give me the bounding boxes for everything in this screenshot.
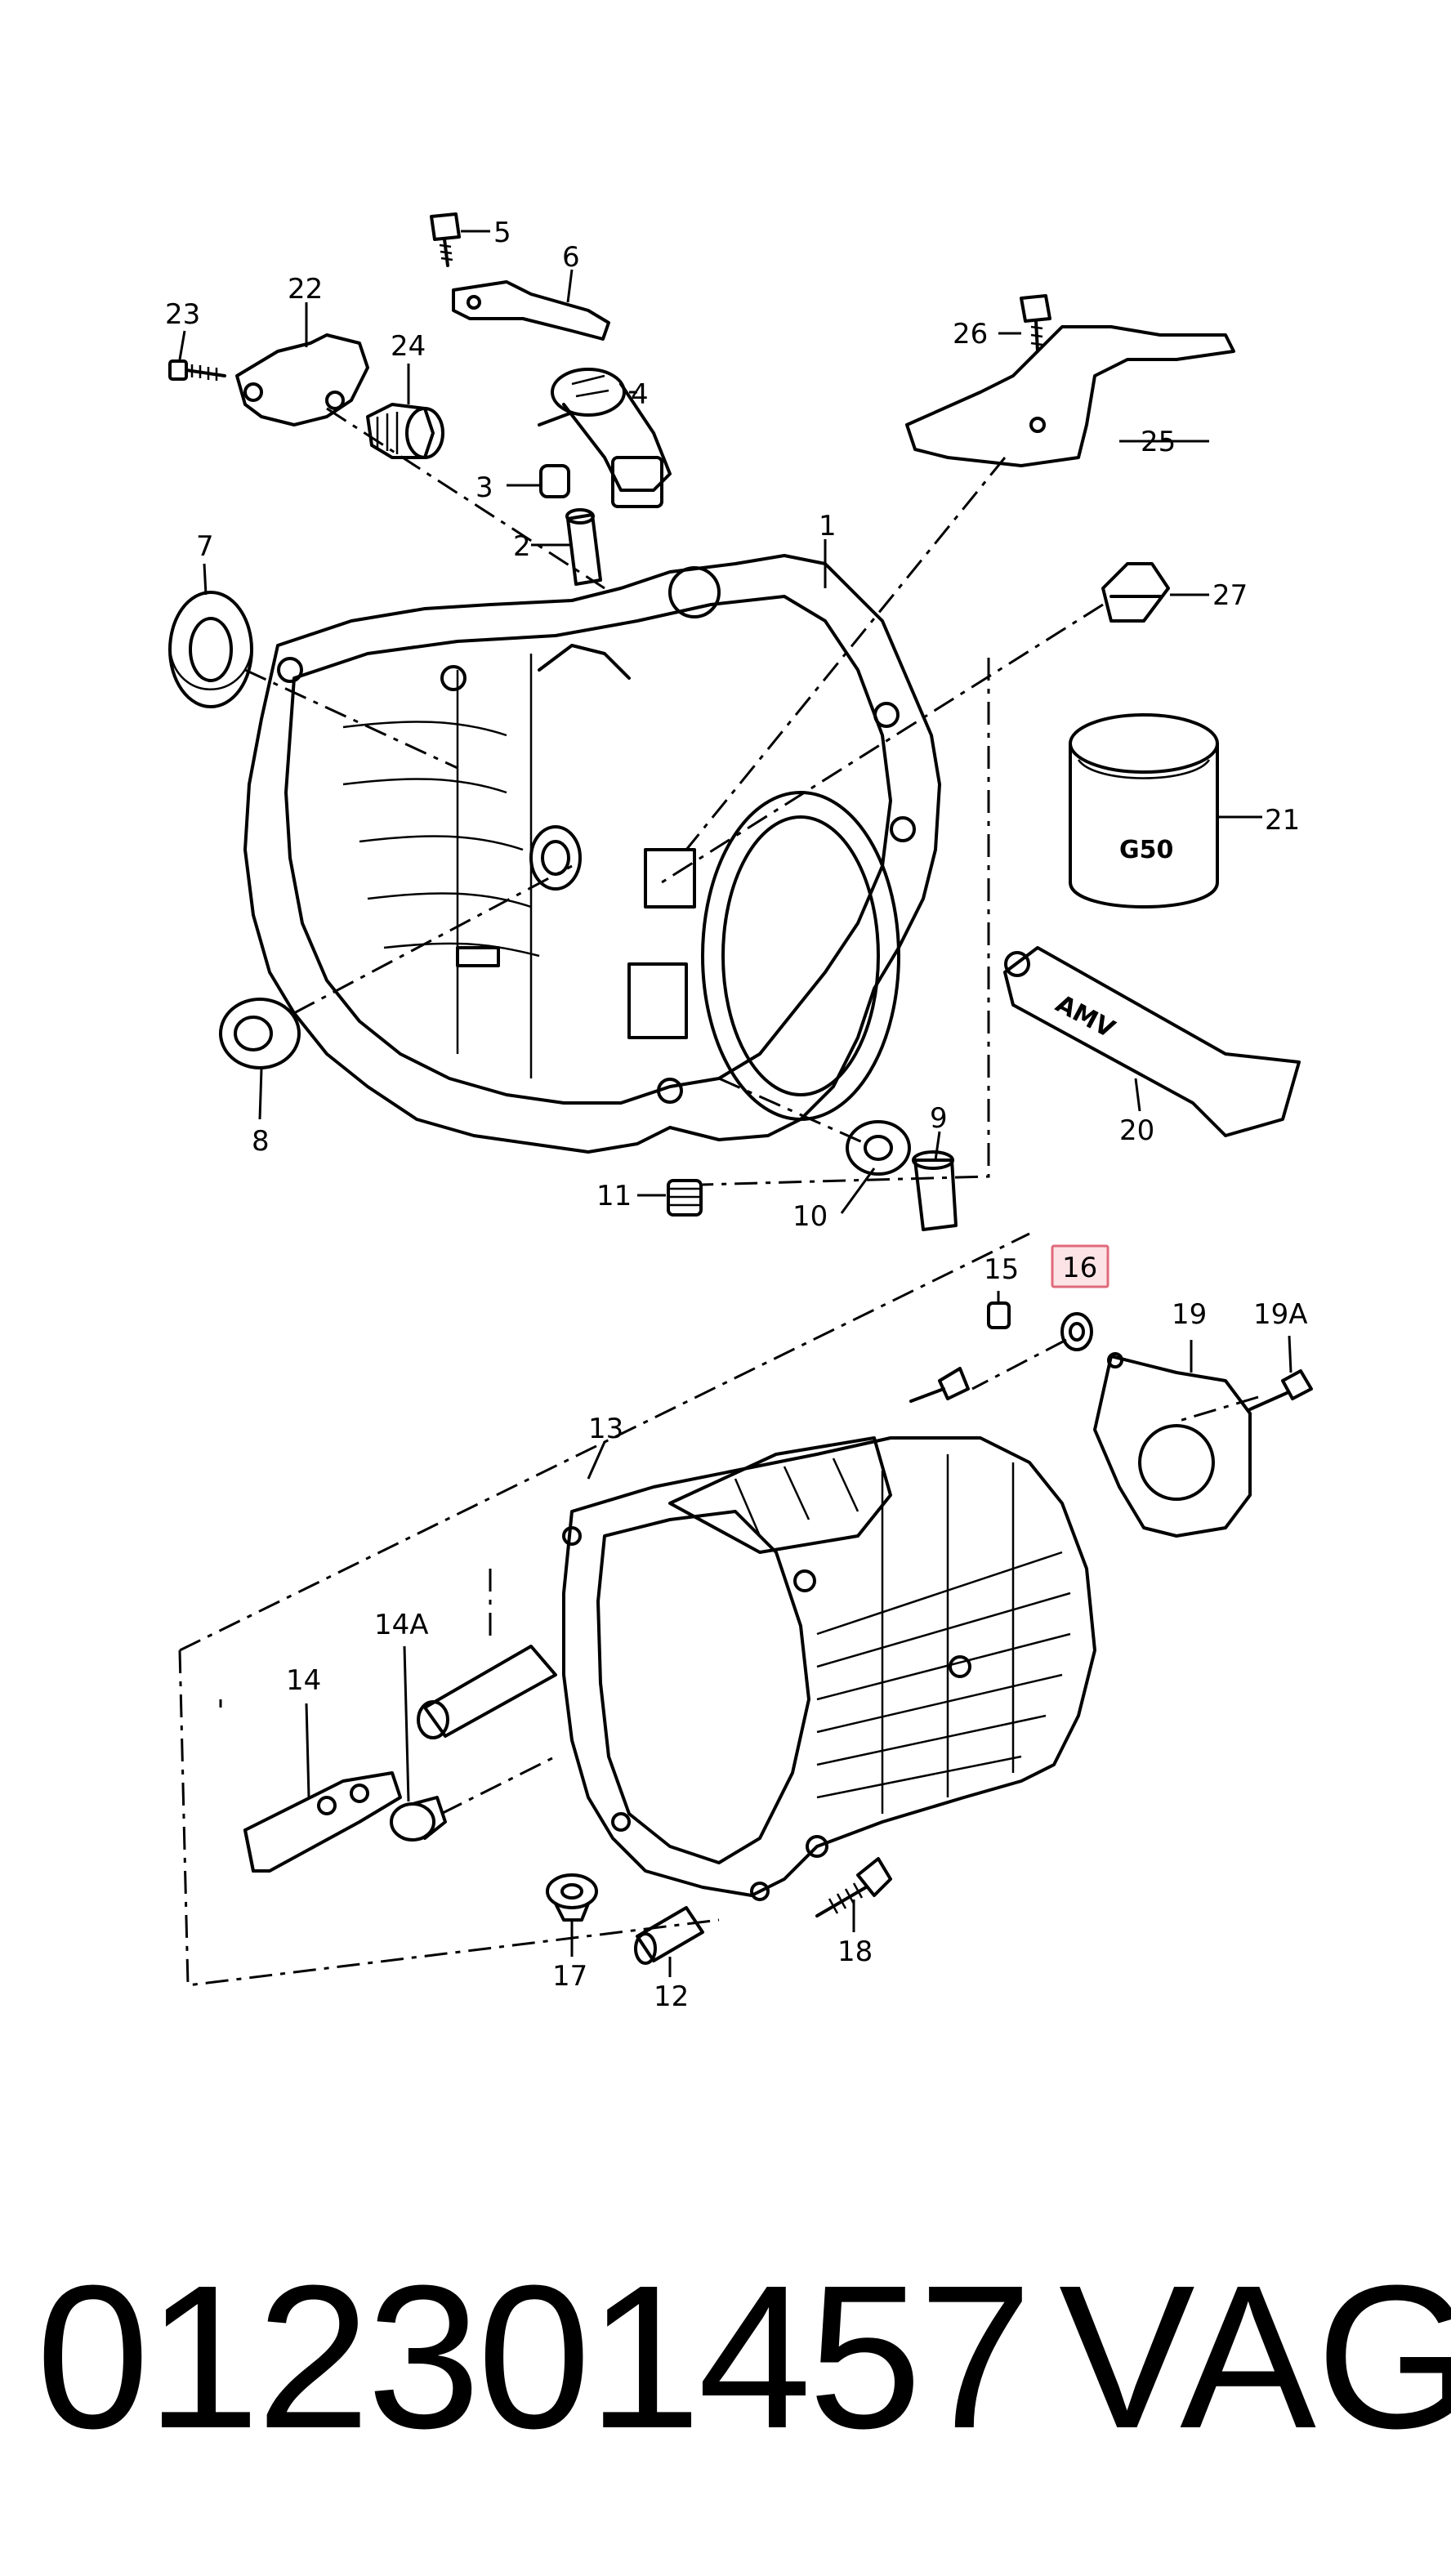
callout-16: 16 bbox=[1062, 1252, 1097, 1284]
callout-19a: 19A bbox=[1253, 1298, 1308, 1331]
callout-21: 21 bbox=[1265, 804, 1300, 837]
callout-7: 7 bbox=[196, 530, 214, 563]
callout-25: 25 bbox=[1141, 426, 1176, 458]
can-label: G50 bbox=[1119, 836, 1173, 864]
part-20-sealant-tube: AMV bbox=[1003, 946, 1301, 1137]
callout-6: 6 bbox=[562, 241, 580, 274]
part-27-clip bbox=[1101, 562, 1170, 623]
callouts: 1 2 3 4 5 6 7 8 9 10 11 12 13 14 14A 15 … bbox=[165, 217, 1308, 2013]
callout-1: 1 bbox=[819, 510, 837, 542]
callout-22: 22 bbox=[288, 273, 323, 306]
part-24-sensor bbox=[366, 403, 444, 459]
callout-17: 17 bbox=[552, 1960, 587, 1993]
housing-bolt bbox=[909, 1367, 970, 1403]
callout-18: 18 bbox=[837, 1935, 873, 1968]
brand-name: VAG bbox=[1059, 2243, 1451, 2471]
part-19-cover bbox=[1093, 1352, 1252, 1538]
callout-12: 12 bbox=[654, 1980, 689, 2013]
callout-13: 13 bbox=[588, 1413, 623, 1445]
part-16-nut bbox=[1060, 1312, 1093, 1351]
callout-14: 14 bbox=[286, 1664, 321, 1697]
callout-16-highlight: 16 bbox=[1051, 1244, 1109, 1288]
part-23-screw bbox=[168, 359, 226, 381]
part-15-pin bbox=[987, 1301, 1011, 1329]
part-7-seal bbox=[168, 591, 253, 708]
tube-label: AMV bbox=[1051, 989, 1119, 1044]
part-9-pin bbox=[912, 1150, 958, 1231]
part-2-pin bbox=[565, 508, 602, 586]
part-22-bracket bbox=[235, 333, 369, 426]
assembly-lines bbox=[244, 407, 1259, 1815]
callout-11: 11 bbox=[596, 1180, 632, 1212]
callout-23: 23 bbox=[165, 298, 200, 331]
part-21-oil-can: G50 bbox=[1069, 713, 1219, 909]
bell-housing bbox=[243, 554, 941, 1154]
part-26-bolt bbox=[1020, 294, 1051, 353]
lower-group-frame bbox=[178, 1232, 1030, 1987]
shift-shaft bbox=[417, 1645, 557, 1739]
callout-10: 10 bbox=[792, 1200, 828, 1233]
part-17-cap bbox=[546, 1873, 598, 1922]
callout-9: 9 bbox=[930, 1102, 948, 1135]
callout-3: 3 bbox=[475, 471, 493, 504]
part-3-cap bbox=[539, 464, 570, 498]
callout-15: 15 bbox=[984, 1253, 1019, 1286]
callout-14a: 14A bbox=[374, 1609, 429, 1641]
leader-lines bbox=[178, 230, 1293, 1977]
gearbox-housing bbox=[562, 1436, 1096, 1901]
callout-4: 4 bbox=[631, 378, 649, 411]
callout-26: 26 bbox=[953, 318, 988, 350]
part-14a-bushing bbox=[390, 1796, 447, 1842]
part-6-bracket bbox=[452, 280, 610, 341]
part-12-dowel-pin bbox=[634, 1906, 704, 1965]
callout-5: 5 bbox=[493, 217, 511, 249]
part-11-plug bbox=[667, 1179, 703, 1217]
part-8-seal bbox=[219, 998, 301, 1069]
exploded-parts-diagram: G50 AMV bbox=[165, 212, 1313, 2013]
callout-27: 27 bbox=[1212, 579, 1248, 612]
callout-2: 2 bbox=[513, 530, 531, 563]
part-25-bracket bbox=[905, 325, 1235, 467]
callout-24: 24 bbox=[391, 330, 426, 363]
part-10-bearing bbox=[846, 1120, 911, 1176]
part-5-bolt bbox=[430, 212, 461, 267]
callout-20: 20 bbox=[1119, 1114, 1154, 1147]
callout-8: 8 bbox=[252, 1125, 270, 1158]
part-4-sensor bbox=[538, 368, 672, 508]
callout-19: 19 bbox=[1172, 1298, 1207, 1331]
part-14-shift-lever bbox=[243, 1771, 402, 1873]
part-number: 012301457 bbox=[36, 2243, 1032, 2471]
upper-group-frame bbox=[702, 658, 990, 1186]
part-18-screw bbox=[815, 1857, 892, 1917]
part-19a-bolt bbox=[1248, 1369, 1313, 1411]
